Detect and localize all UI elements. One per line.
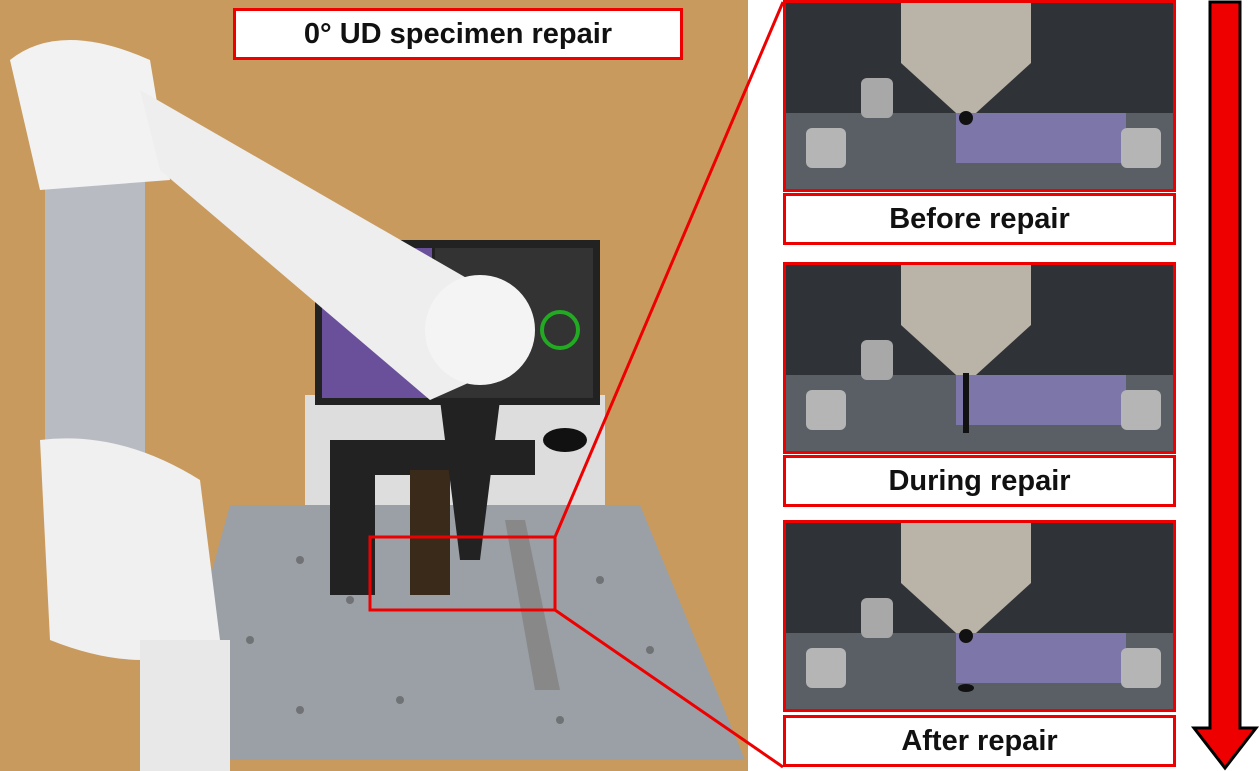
before-repair-photo bbox=[783, 0, 1176, 192]
robot-arm bbox=[140, 90, 520, 400]
zoom-region-box bbox=[368, 535, 557, 612]
robot-setup-photo bbox=[0, 0, 748, 771]
after-repair-label: After repair bbox=[783, 715, 1176, 767]
before-repair-label: Before repair bbox=[783, 193, 1176, 245]
figure-title: 0° UD specimen repair bbox=[233, 8, 683, 60]
robot-setup-illustration bbox=[10, 40, 745, 771]
process-arrow-down-icon bbox=[1190, 0, 1260, 771]
keyboard bbox=[330, 440, 535, 475]
during-repair-label: During repair bbox=[783, 455, 1176, 507]
nozzle bbox=[440, 400, 500, 560]
after-repair-photo bbox=[783, 520, 1176, 712]
during-repair-photo bbox=[783, 262, 1176, 454]
perforated-table bbox=[160, 505, 745, 760]
